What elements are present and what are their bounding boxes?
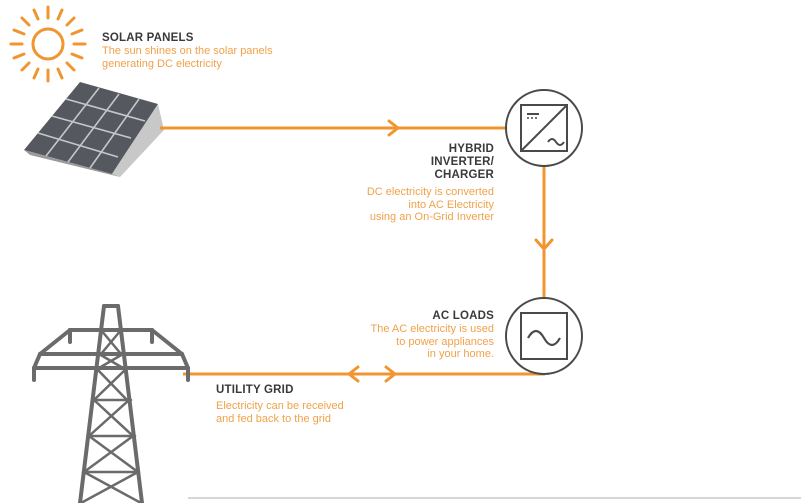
solar-panel-icon xyxy=(24,82,164,177)
inverter-desc-line-1: DC electricity is converted xyxy=(366,186,494,198)
ac-loads-desc-line-2: to power appliances xyxy=(396,335,494,348)
arrow-down-marker xyxy=(534,238,554,251)
arrow-right-marker xyxy=(387,119,400,137)
ac-load-icon xyxy=(505,297,583,375)
ac-loads-desc-line-1: The AC electricity is used xyxy=(370,323,495,335)
inverter-label-block: HYBRID INVERTER/ CHARGER DC electricity … xyxy=(290,143,494,224)
inverter-title-line-3: CHARGER xyxy=(434,169,494,181)
solar-panels-label-block: SOLAR PANELS The sun shines on the solar… xyxy=(102,32,273,70)
solar-panels-title: SOLAR PANELS xyxy=(102,32,194,44)
utility-grid-desc-line-2: and fed back to the grid xyxy=(216,412,331,425)
ac-loads-title: AC LOADS xyxy=(432,310,494,322)
utility-grid-desc-line-1: Electricity can be received xyxy=(216,400,344,412)
transmission-tower-icon xyxy=(32,304,190,503)
utility-grid-label-block: UTILITY GRID Electricity can be received… xyxy=(216,384,344,425)
inverter-desc-line-2: into AC Electricity xyxy=(408,198,494,211)
flow-lines xyxy=(160,126,546,376)
arrow-left-marker xyxy=(347,365,360,383)
bottom-divider xyxy=(188,497,801,499)
solar-panels-desc-line-2: generating DC electricity xyxy=(102,57,222,70)
inverter-icon xyxy=(505,89,583,167)
utility-grid-title: UTILITY GRID xyxy=(216,384,294,396)
ac-loads-label-block: AC LOADS The AC electricity is used to p… xyxy=(290,310,495,361)
flow-arrows xyxy=(347,119,554,383)
inverter-title-line-1: HYBRID xyxy=(448,143,494,155)
sun-icon xyxy=(9,5,87,83)
inverter-desc-line-3: using an On-Grid Inverter xyxy=(369,211,494,223)
solar-panels-desc-line-1: The sun shines on the solar panels xyxy=(102,45,273,57)
ac-loads-desc-line-3: in your home. xyxy=(427,348,494,360)
inverter-title-line-2: INVERTER/ xyxy=(430,156,494,168)
arrow-right-marker-grid xyxy=(384,365,397,383)
